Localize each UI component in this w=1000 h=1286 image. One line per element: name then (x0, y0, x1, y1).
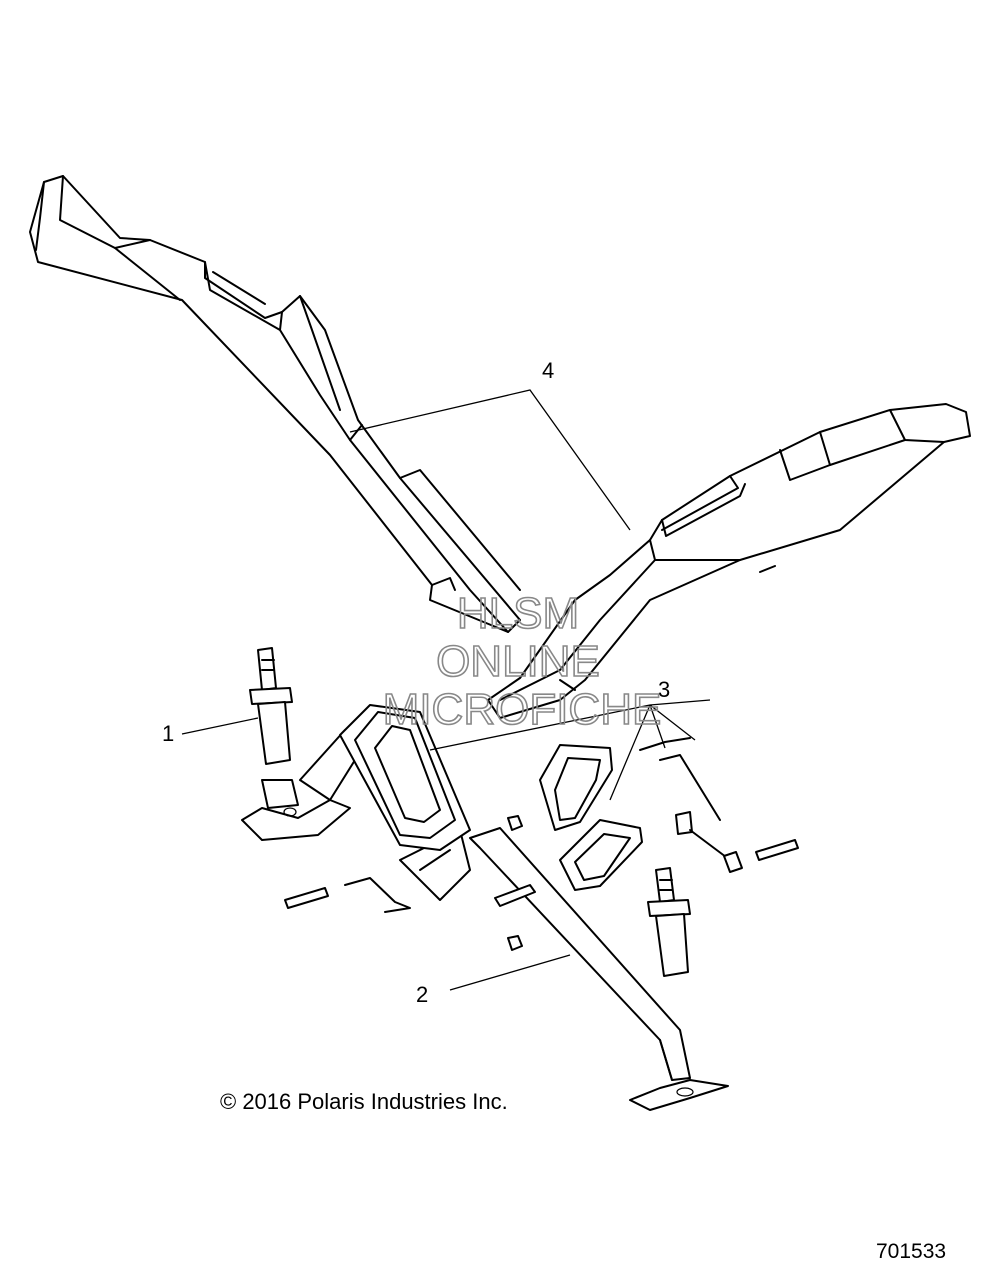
footpeg-left (241, 647, 351, 841)
callout-1: 1 (162, 721, 174, 746)
callout-4: 4 (542, 358, 554, 383)
guard-bar-right (487, 403, 971, 719)
footrest-frame (284, 704, 799, 1111)
watermark-line-3: MICROFICHE (383, 685, 662, 734)
bracket-cable (639, 737, 743, 873)
watermark-line-2: ONLINE (436, 637, 600, 686)
leader-lines (181, 389, 711, 991)
footpeg-right (647, 867, 691, 977)
guard-bar-left (29, 175, 521, 633)
callout-3: 3 (658, 677, 670, 702)
callout-2: 2 (416, 982, 428, 1007)
watermark: HLSM ONLINE MICROFICHE (382, 588, 662, 735)
figure-number: 701533 (876, 1240, 947, 1263)
copyright-text: © 2016 Polaris Industries Inc. (220, 1089, 508, 1114)
watermark-line-1: HLSM (457, 589, 579, 638)
